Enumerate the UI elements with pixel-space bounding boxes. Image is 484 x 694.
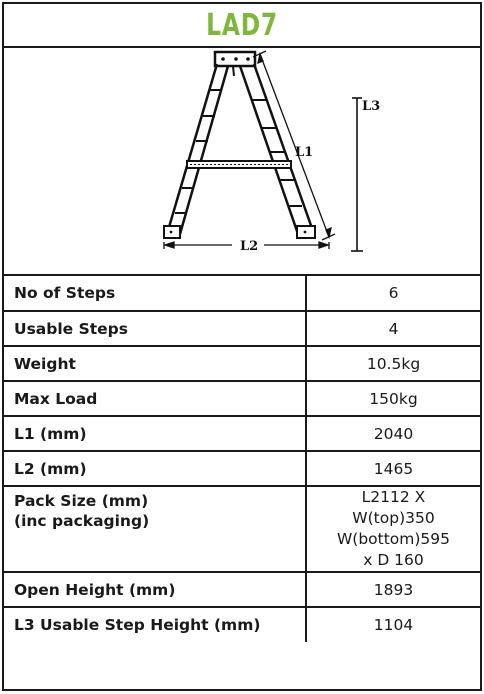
spec-value: 150kg xyxy=(306,381,480,417)
spec-label: L3 Usable Step Height (mm) xyxy=(4,607,307,642)
product-title: LAD7 xyxy=(206,7,278,43)
ladder-rungs xyxy=(175,89,222,214)
table-row: Pack Size (mm) (inc packaging) L2112 X W… xyxy=(4,486,480,573)
spec-value-line: W(bottom)595 xyxy=(336,530,451,548)
spec-value: 1893 xyxy=(306,572,480,608)
spec-value: 10.5kg xyxy=(306,346,480,382)
table-row: Usable Steps 4 xyxy=(4,311,480,347)
table-row: Max Load 150kg xyxy=(4,381,480,417)
spec-value-line: W(top)350 xyxy=(352,509,435,527)
spec-value: 1104 xyxy=(373,616,414,634)
table-row: L3 Usable Step Height (mm) 1104 xyxy=(4,607,480,642)
spec-label: L2 (mm) xyxy=(4,451,307,487)
spec-label: Usable Steps xyxy=(4,311,307,347)
dimension-l2 xyxy=(162,241,331,249)
ladder-diagram: L1 L2 L3 xyxy=(4,48,480,276)
table-row: Open Height (mm) 1893 xyxy=(4,572,480,608)
label-l3: L3 xyxy=(362,99,380,114)
spec-value-line: L2112 X xyxy=(361,488,426,506)
table-row: No of Steps 6 xyxy=(4,276,480,312)
label-l2: L2 xyxy=(240,239,258,254)
spec-label: Open Height (mm) xyxy=(4,572,307,608)
spec-label: Pack Size (mm) (inc packaging) xyxy=(4,486,307,573)
ladder-front-leg xyxy=(165,63,230,235)
spec-label-line: Pack Size (mm) xyxy=(14,492,149,510)
title-bar: LAD7 xyxy=(4,4,480,48)
spec-value: 4 xyxy=(306,311,480,347)
dimension-l3 xyxy=(351,97,363,252)
table-row: Weight 10.5kg xyxy=(4,346,480,382)
spec-label: L1 (mm) xyxy=(4,416,307,452)
spec-value: L2112 X W(top)350 W(bottom)595 x D 160 xyxy=(306,486,480,573)
table-row: L1 (mm) 2040 xyxy=(4,416,480,452)
spec-table: No of Steps 6 Usable Steps 4 Weight 10.5… xyxy=(4,276,480,642)
ladder-drawing: L1 L2 L3 xyxy=(162,50,380,254)
table-row: L2 (mm) 1465 xyxy=(4,451,480,487)
spec-value: 2040 xyxy=(306,416,480,452)
spec-value-line: x D 160 xyxy=(363,551,424,569)
spec-value: 1465 xyxy=(306,451,480,487)
label-l1: L1 xyxy=(295,145,313,160)
spec-label: No of Steps xyxy=(4,276,307,312)
spec-label: Weight xyxy=(4,346,307,382)
spec-label-line: (inc packaging) xyxy=(14,512,150,530)
dimension-l1 xyxy=(252,50,336,241)
spec-label: Max Load xyxy=(4,381,307,417)
spec-value: 6 xyxy=(306,276,480,312)
